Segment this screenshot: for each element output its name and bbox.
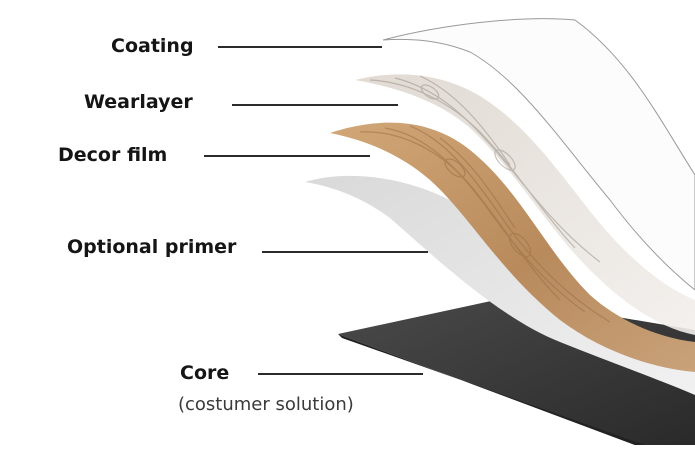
decor-grain bbox=[359, 125, 611, 323]
leader-line-core bbox=[258, 373, 423, 375]
leader-line-coating bbox=[218, 46, 382, 48]
leader-line-decor-film bbox=[204, 155, 370, 157]
label-core: Core bbox=[180, 362, 230, 384]
leader-line-optional-primer bbox=[262, 251, 428, 253]
label-coating: Coating bbox=[111, 35, 194, 57]
wearlayer-layer bbox=[355, 74, 695, 335]
leader-line-wearlayer bbox=[232, 104, 398, 106]
label-decor-film: Decor film bbox=[58, 144, 168, 166]
label-optional-primer: Optional primer bbox=[67, 236, 237, 258]
coating-layer bbox=[382, 18, 695, 291]
wearlayer-grain bbox=[369, 75, 601, 263]
label-wearlayer: Wearlayer bbox=[84, 91, 193, 113]
label-core-note: (costumer solution) bbox=[178, 394, 354, 415]
